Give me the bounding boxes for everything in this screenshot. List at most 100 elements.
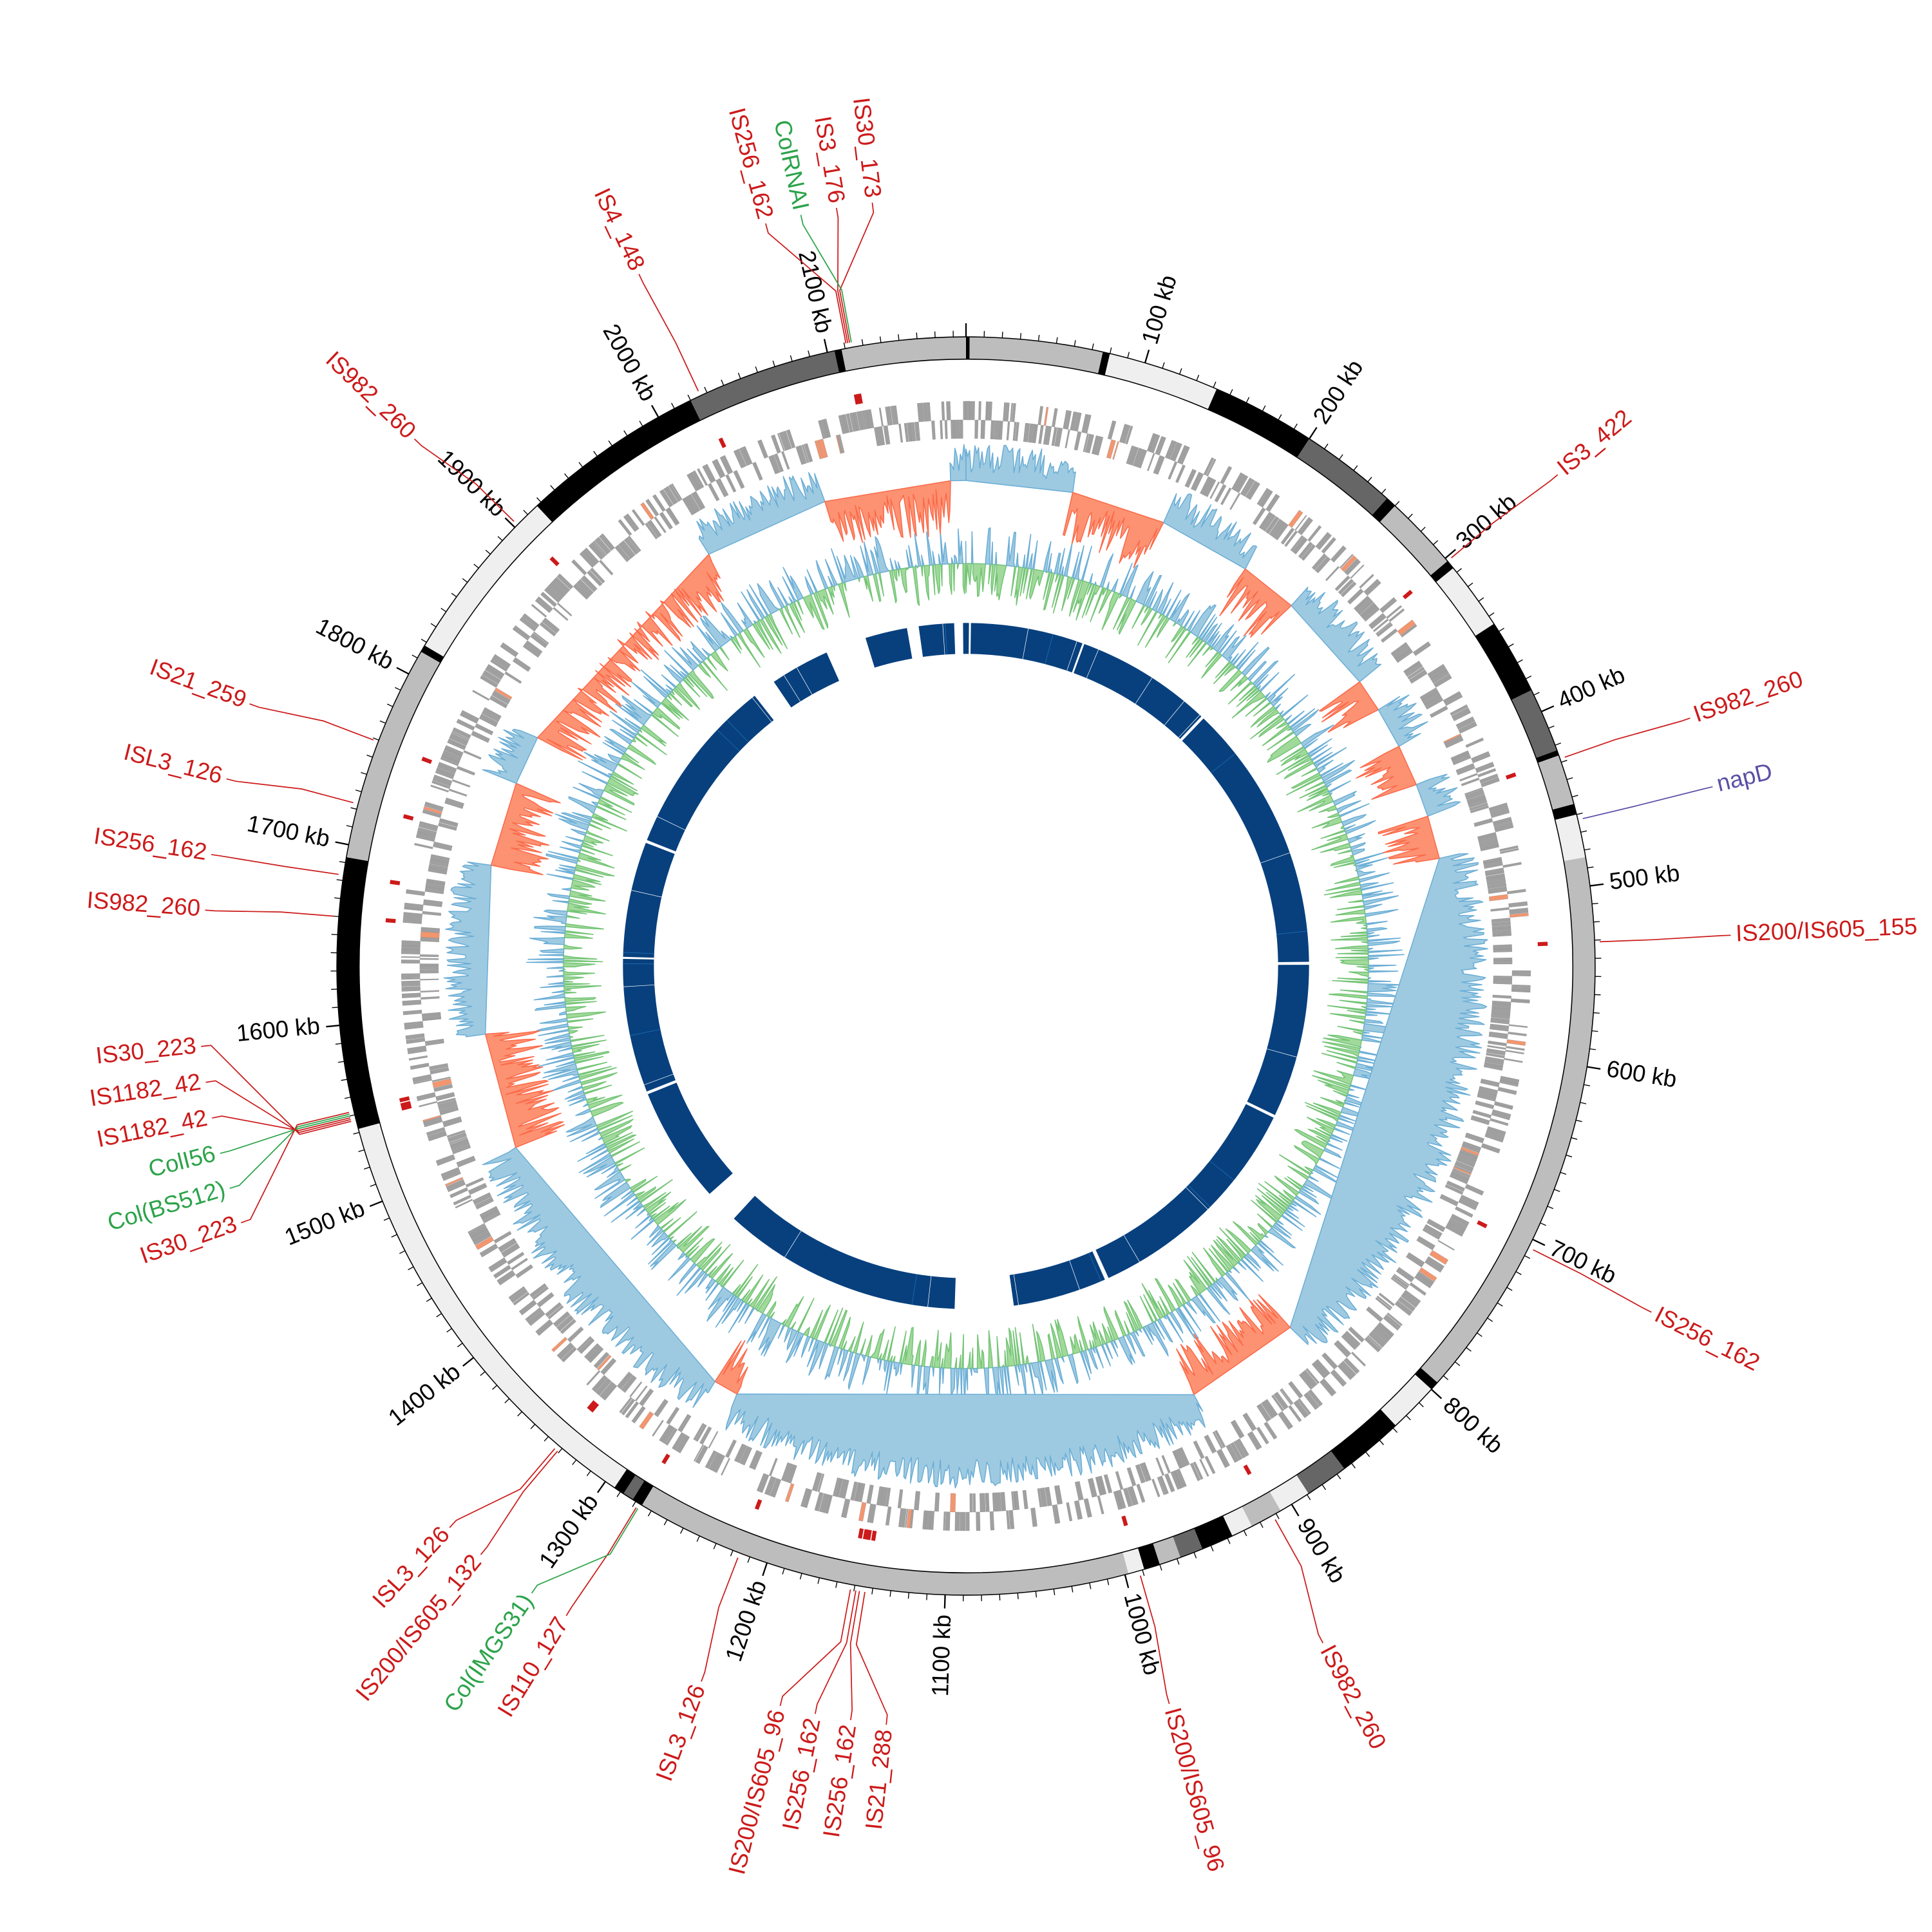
gc-content-area — [1226, 1238, 1245, 1260]
gc-content-area — [639, 728, 643, 733]
gene-feature — [1242, 1412, 1257, 1432]
gene-feature — [1074, 1500, 1083, 1520]
gc-content-area — [1227, 681, 1254, 705]
gene-feature — [838, 1479, 846, 1498]
gc-content-area — [838, 582, 850, 618]
minor-tick — [721, 379, 724, 386]
gc-content-area — [1169, 592, 1190, 623]
gene-feature — [1095, 1477, 1102, 1496]
gene-feature — [1204, 1434, 1217, 1454]
gc-content-area — [1224, 665, 1236, 676]
gc-content-area — [668, 1256, 691, 1281]
minor-tick — [889, 1590, 891, 1597]
gc-content-area — [533, 992, 565, 1001]
minor-tick — [1071, 1586, 1074, 1593]
is-element-label: IS256_162 — [818, 1723, 861, 1839]
gene-feature — [712, 1454, 725, 1473]
gc-content-area — [1320, 762, 1344, 777]
minor-tick — [1127, 352, 1130, 359]
gc-content-area — [1264, 692, 1271, 699]
gc-content-area — [582, 771, 609, 785]
gc-content-area — [563, 971, 596, 976]
gene-feature — [1151, 1479, 1160, 1497]
gene-feature — [1487, 1045, 1506, 1050]
gene-feature — [1426, 1256, 1444, 1270]
gene-feature — [1175, 464, 1186, 483]
gc-content-area — [1321, 792, 1331, 797]
gene-feature — [960, 1511, 966, 1531]
gene-feature — [634, 1385, 648, 1402]
gene-feature — [1488, 894, 1508, 902]
gc-content-area — [1067, 577, 1075, 600]
gene-feature — [1212, 1431, 1224, 1449]
gene-feature — [1509, 907, 1529, 914]
gc-content-area — [558, 1046, 573, 1052]
gc-content-area — [594, 1171, 626, 1199]
gene-feature — [866, 409, 875, 429]
gc-content-area — [1209, 1284, 1222, 1300]
gc-content-area — [617, 762, 643, 779]
gene-feature — [455, 1198, 473, 1209]
gene-feature — [1455, 763, 1475, 773]
synteny-block-break — [1022, 629, 1029, 659]
gene-feature — [580, 578, 595, 592]
gc-content-area — [1028, 1363, 1036, 1399]
gc-content-area — [1054, 553, 1061, 575]
gene-feature — [867, 1503, 876, 1524]
gc-content-area — [1098, 1330, 1106, 1345]
gc-content-area — [1312, 1075, 1351, 1090]
gc-content-area — [1309, 744, 1328, 758]
gene-feature — [530, 632, 548, 649]
gc-skew-area — [1378, 815, 1440, 865]
gene-feature — [1290, 535, 1304, 552]
gc-content-area — [1237, 1261, 1247, 1271]
gc-content-area — [813, 1305, 831, 1341]
gc-content-area — [1015, 553, 1019, 568]
gc-content-area — [1029, 569, 1045, 600]
gene-feature — [1491, 918, 1511, 923]
gc-content-area — [565, 914, 580, 919]
gene-feature — [770, 1478, 782, 1498]
gene-feature — [974, 419, 979, 439]
gc-content-area — [863, 575, 874, 602]
minor-tick — [623, 430, 628, 437]
gc-content-area — [1004, 1350, 1007, 1367]
label-leader-line — [220, 1115, 350, 1154]
minor-tick — [713, 1543, 717, 1549]
gene-feature — [576, 579, 594, 596]
gene-feature — [1416, 1236, 1435, 1251]
gc-content-area — [1276, 754, 1310, 775]
gc-content-area — [667, 1211, 697, 1238]
gc-content-area — [755, 620, 773, 650]
gc-content-area — [736, 1276, 753, 1298]
gene-feature — [421, 996, 440, 1000]
gc-content-area — [784, 1296, 804, 1328]
gc-content-area — [634, 699, 654, 715]
minor-tick — [1575, 1119, 1582, 1122]
gc-content-area — [620, 728, 636, 739]
gc-content-area — [1278, 1195, 1292, 1206]
gc-content-area — [578, 1152, 612, 1173]
gc-content-area — [962, 563, 967, 594]
gc-content-area — [1071, 551, 1080, 579]
gene-feature — [571, 559, 587, 576]
gc-content-area — [1190, 604, 1217, 638]
gc-content-area — [1209, 647, 1214, 650]
gene-feature — [1038, 424, 1044, 444]
gc-content-area — [1158, 613, 1163, 619]
minor-tick — [426, 1298, 432, 1302]
label-leader-line — [205, 909, 334, 917]
minor-tick — [1213, 381, 1217, 388]
gene-feature — [1330, 1370, 1346, 1387]
gene-feature — [479, 1243, 498, 1258]
gene-feature — [1264, 1399, 1278, 1417]
contig-segment — [1098, 352, 1110, 375]
gc-content-area — [1310, 1171, 1314, 1175]
gene-feature — [1022, 1490, 1028, 1510]
gene-feature — [1204, 1455, 1216, 1474]
is-element-label: IS982_260 — [1690, 665, 1806, 727]
is-element-mark — [754, 1499, 762, 1510]
gc-content-area — [621, 1189, 633, 1200]
gene-feature — [423, 806, 442, 815]
gc-skew-area — [949, 444, 967, 482]
